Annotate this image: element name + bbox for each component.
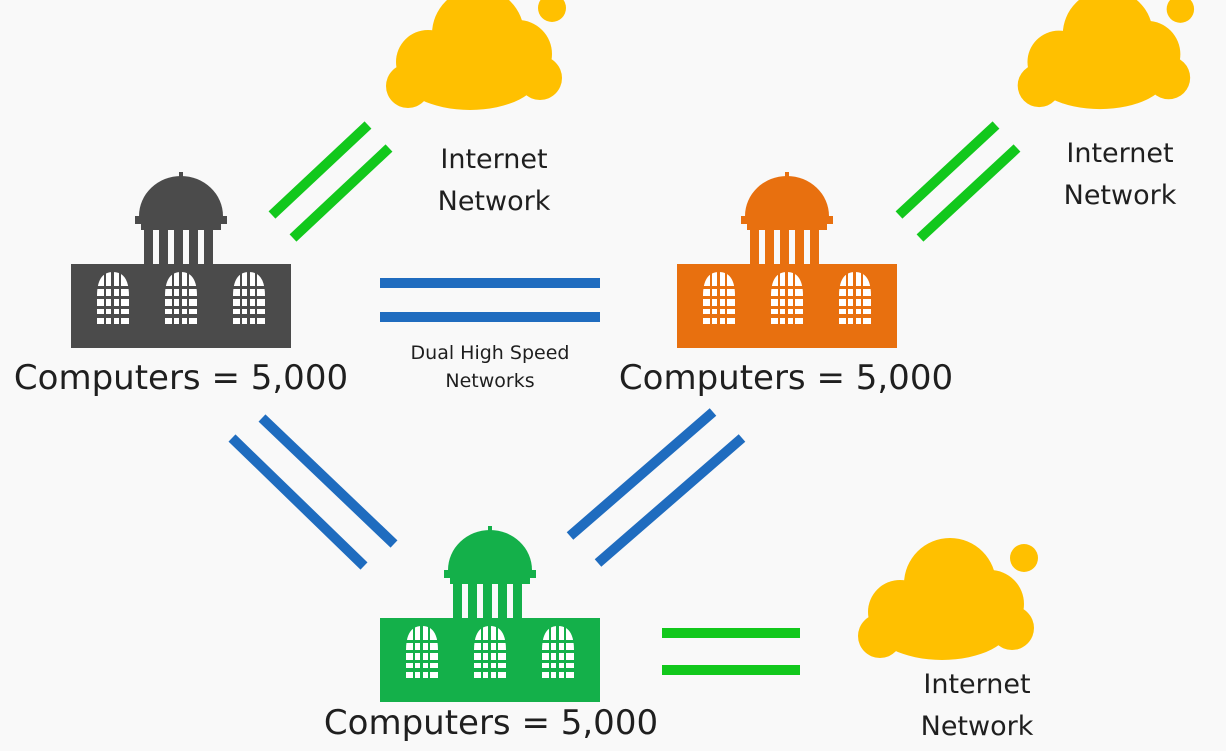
internet-label-line1: Internet <box>1066 138 1174 169</box>
building-icon <box>71 172 291 348</box>
internet-link-bottom <box>662 628 800 675</box>
internet-label-line1: Internet <box>923 669 1031 700</box>
internet-label-line2: Network <box>437 186 551 217</box>
high-speed-link-left-right <box>380 278 600 322</box>
internet-link-left <box>268 121 393 242</box>
internet-label-line2: Network <box>1063 180 1177 211</box>
building-icon <box>677 172 897 348</box>
high-speed-label-line1: Dual High Speed <box>410 342 570 364</box>
high-speed-label-line2: Networks <box>445 370 535 392</box>
cloud-icon <box>1017 0 1195 110</box>
internet-label-top-right: Internet Network <box>1045 133 1195 217</box>
high-speed-link-right-bottom <box>566 408 746 567</box>
internet-label-line1: Internet <box>440 144 548 175</box>
internet-label-bottom-right: Internet Network <box>897 664 1057 748</box>
site-label-bottom: Computers = 5,000 <box>323 703 659 743</box>
high-speed-link-left-bottom <box>228 414 398 570</box>
cloud-icon <box>858 538 1038 660</box>
cloud-icon <box>386 0 566 110</box>
internet-label-top-center: Internet Network <box>414 139 574 223</box>
internet-label-line2: Network <box>920 711 1034 742</box>
site-label-left: Computers = 5,000 <box>13 358 349 398</box>
high-speed-link-label: Dual High Speed Networks <box>375 339 605 395</box>
building-icon <box>380 526 600 702</box>
site-label-right: Computers = 5,000 <box>618 358 954 398</box>
internet-link-right <box>895 121 1021 242</box>
